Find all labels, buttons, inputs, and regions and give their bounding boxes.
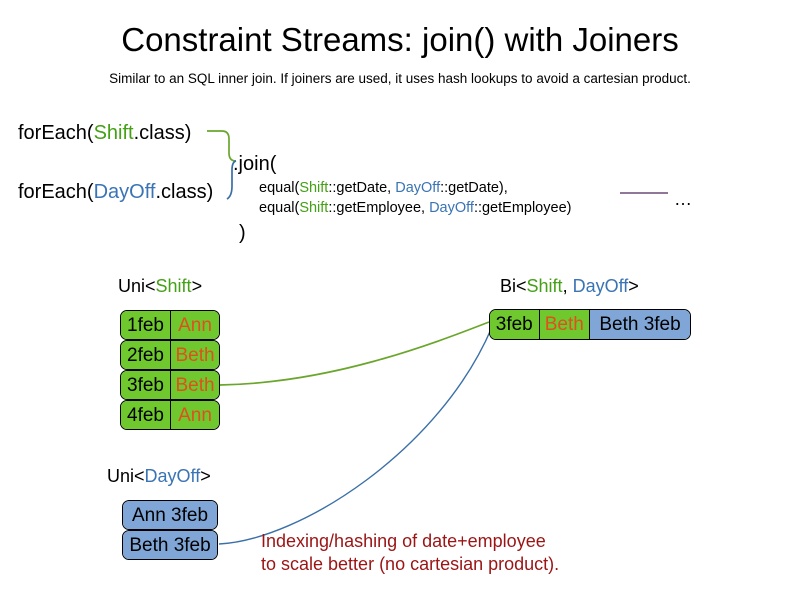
caption-bi-type-right: DayOff — [572, 276, 629, 296]
code-join-close: ) — [239, 222, 246, 244]
code-foreach-shift: forEach(Shift.class) — [18, 121, 191, 145]
connector-dayoff-row-to-bi — [218, 326, 493, 545]
code-joiner-equal-date-right-method: ::getDate), — [440, 180, 508, 196]
bi-dayoff-label: Beth 3feb — [589, 310, 690, 339]
uni-dayoff-label: Ann 3feb — [123, 501, 217, 529]
uni-shift-date: 1feb — [121, 311, 170, 339]
uni-shift-employee: Beth — [170, 371, 219, 399]
uni-shift-date: 2feb — [121, 341, 170, 369]
code-joiner-equal-employee: equal(Shift::getEmployee, DayOff::getEmp… — [259, 199, 571, 217]
caption-bi-separator: , — [562, 276, 573, 296]
code-join-open: .join( — [233, 153, 277, 175]
uni-dayoff-row: Beth 3feb — [122, 530, 218, 560]
caption-uni-shift-suffix: > — [191, 276, 203, 296]
caption-uni-dayoff-type: DayOff — [144, 466, 201, 486]
code-foreach-shift-type: Shift — [93, 122, 134, 144]
page-title: Constraint Streams: join() with Joiners — [121, 21, 679, 58]
ellipsis-text: … — [674, 189, 692, 209]
uni-shift-row: 1feb Ann — [120, 310, 220, 340]
bi-row: 3feb Beth Beth 3feb — [489, 309, 691, 340]
uni-shift-employee: Beth — [170, 341, 219, 369]
code-joiner-equal-date: equal(Shift::getDate, DayOff::getDate), — [259, 179, 508, 197]
code-foreach-dayoff-suffix: .class) — [155, 181, 214, 203]
bi-shift-employee: Beth — [538, 310, 590, 339]
code-joiner-equal-employee-right-type: DayOff — [429, 200, 474, 216]
connector-shift-to-join — [207, 130, 237, 162]
code-foreach-shift-suffix: .class) — [133, 122, 192, 144]
uni-shift-employee: Ann — [170, 401, 219, 429]
caption-uni-dayoff-suffix: > — [200, 466, 211, 486]
page-subtitle: Similar to an SQL inner join. If joiners… — [109, 71, 691, 86]
bi-shift-date: 3feb — [490, 310, 539, 339]
caption-bi-suffix: > — [628, 276, 639, 296]
uni-shift-employee: Ann — [170, 311, 219, 339]
uni-shift-date: 3feb — [121, 371, 170, 399]
caption-uni-shift-type: Shift — [155, 276, 192, 296]
annotation-text: Indexing/hashing of date+employee to sca… — [261, 531, 560, 574]
code-joiner-equal-date-right-type: DayOff — [395, 180, 441, 196]
code-foreach-dayoff-prefix: forEach( — [18, 181, 94, 203]
connector-shift-row-to-bi — [219, 321, 490, 386]
caption-uni-dayoff: Uni<DayOff> — [107, 465, 211, 487]
uni-dayoff-label: Beth 3feb — [123, 531, 217, 559]
caption-bi-type-left: Shift — [526, 276, 563, 296]
uni-dayoff-row: Ann 3feb — [122, 500, 218, 530]
caption-bi: Bi<Shift, DayOff> — [500, 275, 639, 297]
caption-uni-shift-prefix: Uni< — [118, 276, 156, 296]
code-joiner-equal-employee-right-method: ::getEmployee) — [473, 200, 572, 216]
caption-bi-prefix: Bi< — [500, 276, 527, 296]
code-joiner-equal-employee-left-type: Shift — [299, 200, 329, 216]
code-foreach-dayoff-type: DayOff — [93, 181, 156, 203]
code-joiner-equal-employee-prefix: equal( — [259, 200, 300, 216]
uni-shift-row: 4feb Ann — [120, 400, 220, 430]
uni-shift-date: 4feb — [121, 401, 170, 429]
code-joiner-equal-employee-left-method: ::getEmployee, — [328, 200, 430, 216]
caption-uni-dayoff-prefix: Uni< — [107, 466, 145, 486]
uni-shift-row: 2feb Beth — [120, 340, 220, 370]
code-joiner-equal-date-prefix: equal( — [259, 180, 300, 196]
code-foreach-dayoff: forEach(DayOff.class) — [18, 180, 213, 204]
code-foreach-shift-prefix: forEach( — [18, 122, 94, 144]
caption-uni-shift: Uni<Shift> — [118, 275, 202, 297]
uni-shift-row: 3feb Beth — [120, 370, 220, 400]
code-joiner-equal-date-left-method: ::getDate, — [328, 180, 396, 196]
code-joiner-equal-date-left-type: Shift — [299, 180, 329, 196]
